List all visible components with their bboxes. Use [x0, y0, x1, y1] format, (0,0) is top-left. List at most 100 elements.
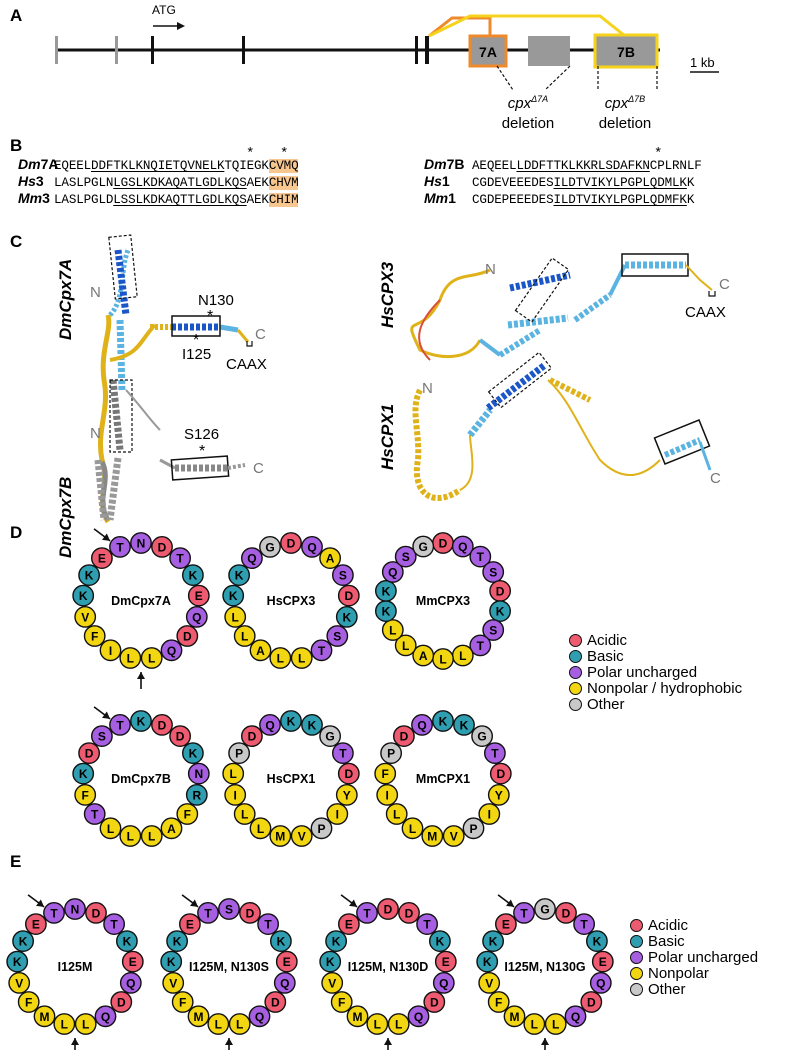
residue-circle	[412, 535, 435, 558]
residue-label: D	[158, 718, 167, 732]
structure-hscpx3	[410, 253, 716, 361]
sequence-species-label: Hs1	[424, 173, 450, 189]
residue-label: K	[189, 747, 198, 761]
residue-label: T	[91, 808, 99, 822]
residue-label: D	[158, 540, 167, 554]
splice-7b	[428, 14, 626, 38]
residue-circle	[451, 535, 474, 558]
residue-label: K	[382, 605, 391, 619]
residue-circle	[586, 930, 608, 952]
residue-circle	[119, 825, 142, 847]
residue-circle	[280, 710, 302, 732]
exon-4	[242, 36, 245, 64]
residue-label: M	[40, 1010, 50, 1024]
legend-swatch	[630, 966, 643, 980]
residue-circle	[78, 742, 101, 764]
residue-circle	[99, 817, 122, 840]
sequence-text: CGDEPEEEDESILDTVIKYLPGPLQDMFKK	[472, 193, 695, 207]
sequence-row: Mm1 CGDEPEEEDESILDTVIKYLPGPLQDMFKK	[424, 190, 702, 207]
residue-circle	[72, 762, 95, 785]
residue-circle	[280, 532, 302, 554]
dmcpx7a-i125: I125	[182, 346, 212, 363]
residue-label: K	[13, 955, 22, 969]
residue-label: L	[277, 652, 284, 666]
residue-circle	[140, 825, 163, 847]
exon-7a-label: 7A	[479, 44, 497, 60]
residue-label: L	[402, 639, 409, 653]
residue-label: L	[107, 822, 114, 836]
exon-7b-label: 7B	[617, 44, 635, 60]
legend-item: Nonpolar	[630, 965, 758, 982]
residue-circle	[273, 972, 296, 994]
wheel-name: MmCPX1	[416, 772, 470, 786]
residue-label: K	[229, 589, 238, 603]
residue-circle	[478, 972, 501, 994]
structure-hscpx1	[412, 351, 712, 502]
legend-label: Polar uncharged	[587, 663, 698, 681]
residue-circle	[335, 606, 358, 628]
wheel-name: I125M	[58, 960, 93, 974]
legend-item: Basic	[569, 647, 742, 665]
residue-label: D	[183, 630, 192, 644]
legend-item: Acidic	[630, 917, 758, 934]
residue-circle	[8, 972, 31, 994]
residue-label: F	[338, 996, 345, 1010]
residue-label: S	[225, 903, 233, 917]
residue-label: L	[215, 1018, 222, 1032]
residue-label: V	[81, 610, 89, 624]
residue-label: Q	[571, 1010, 580, 1024]
legend-item: Other	[569, 696, 742, 713]
residue-circle	[411, 714, 433, 736]
residue-circle	[374, 762, 397, 785]
residue-circle	[469, 634, 492, 657]
legend-item: Nonpolar / hydrophobic	[569, 680, 742, 697]
residue-circle	[398, 902, 420, 924]
residue-label: K	[287, 715, 296, 729]
exon-7a-box	[468, 34, 508, 68]
residue-label: D	[117, 996, 126, 1010]
panel-label-a: A	[10, 6, 23, 25]
panel-label-c: C	[10, 232, 23, 251]
residue-circle	[275, 950, 298, 973]
residue-circle	[248, 1005, 271, 1028]
exon-5	[415, 36, 418, 64]
exon-1	[55, 36, 58, 64]
residue-label: F	[179, 996, 186, 1010]
residue-label: L	[127, 652, 134, 666]
residue-circle	[523, 1013, 546, 1035]
residue-label: T	[520, 906, 528, 920]
wheel-name: I125M, N130S	[189, 960, 269, 974]
residue-label: E	[345, 918, 353, 932]
residue-circle	[589, 972, 612, 994]
residue-circle	[160, 950, 183, 973]
residue-label: L	[241, 630, 248, 644]
hscpx3-c: C	[719, 276, 730, 293]
residue-circle	[580, 991, 603, 1013]
residue-label: F	[382, 767, 389, 781]
position-arrow-top-head	[349, 899, 358, 907]
residue-label: T	[363, 906, 371, 920]
residue-circle	[249, 817, 272, 840]
residue-label: A	[419, 649, 428, 663]
residue-circle	[64, 898, 86, 920]
residue-label: D	[400, 730, 409, 744]
residue-label: D	[384, 903, 393, 917]
sequence-text: LASLPGLDLSSLKDKAQTTLGDLKQSAEKCHIM	[54, 193, 299, 207]
position-arrow-bottom-head	[384, 1038, 392, 1045]
sequence-species-label: Mm1	[424, 190, 456, 206]
residue-circle	[78, 564, 101, 586]
residue-circle	[17, 991, 40, 1013]
residue-circle	[187, 1005, 210, 1028]
residue-circle	[74, 606, 97, 628]
residue-label: L	[241, 808, 248, 822]
residue-label: I	[386, 788, 389, 802]
legend-label: Basic	[587, 647, 624, 665]
residue-circle	[187, 584, 210, 607]
residue-circle	[160, 639, 183, 662]
residue-circle	[462, 817, 485, 840]
residue-label: N	[137, 537, 146, 551]
residue-label: G	[540, 903, 549, 917]
